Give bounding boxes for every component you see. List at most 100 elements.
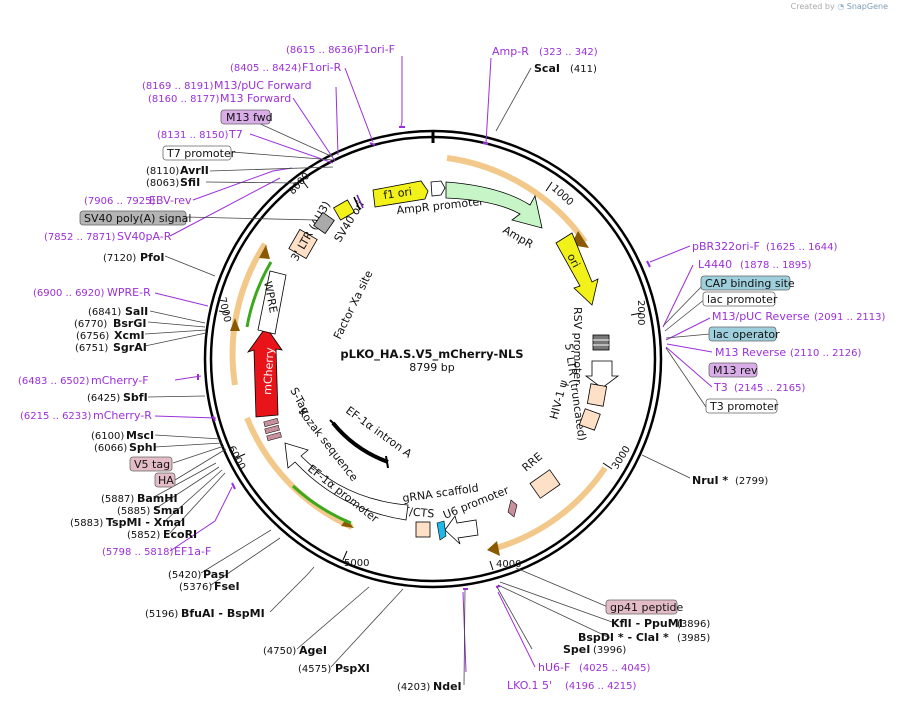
primer-ebv-rev-range: (7906 .. 7925) <box>84 196 156 207</box>
enzyme-spei-pos: (3996) <box>593 645 626 656</box>
box-t3-promoter-label: T3 promoter <box>709 400 779 413</box>
enzyme-bsrgi-name: BsrGI <box>113 317 146 330</box>
primer-ebv-rev-name: EBV-rev <box>149 194 192 207</box>
wpre-label: WPRE <box>261 280 280 314</box>
enzyme-pfoi-name: PfoI <box>140 251 165 264</box>
box-t7-promoter-label: T7 promoter <box>166 147 236 160</box>
primer-amp-r-range: (323 .. 342) <box>539 47 598 58</box>
primer-m13puc-fwd-name: M13/pUC Forward <box>214 79 312 92</box>
primer-f1ori-f-name: F1ori-F <box>357 43 395 56</box>
grna-scaffold-feature <box>436 520 447 541</box>
leader-lines-primer <box>154 56 713 673</box>
enzyme-sgrai-pos: (6751) <box>75 343 108 354</box>
green-arrows <box>245 261 352 525</box>
enzyme-smai-name: SmaI <box>153 504 184 517</box>
enzyme-bfuai-name: BfuAI - BspMI <box>181 607 265 620</box>
primer-mcherry-f-range: (6483 .. 6502) <box>18 376 90 387</box>
primer-hu6-f-range: (4025 .. 4045) <box>579 663 651 674</box>
hiv-psi-feature <box>578 408 601 431</box>
enzyme-bsrgi-pos: (6770) <box>74 319 107 330</box>
enzyme-sbfi-name: SbfI <box>123 391 148 404</box>
primer-mcherry-r-range: (6215 .. 6233) <box>20 411 92 422</box>
enzyme-bamhi-name: BamHI <box>137 492 178 505</box>
primer-m13-reverse-name: M13 Reverse <box>715 346 786 359</box>
ltr3-feature <box>288 228 318 260</box>
snapgene-credit: Created by ◔ SnapGene <box>791 2 888 11</box>
enzyme-agei-pos: (4750) <box>263 646 296 657</box>
enzyme-pfoi-pos: (7120) <box>103 253 136 264</box>
enzyme-scai-name: ScaI <box>534 62 560 75</box>
primer-mcherry-r-name: mCherry-R <box>93 409 152 422</box>
enzyme-nrui-pos: (2799) <box>735 476 768 487</box>
factor-xa-label: Factor Xa site <box>331 268 376 341</box>
primer-sv40pa-r-range: (7852 .. 7871) <box>44 232 116 243</box>
enzyme-sfii-pos: (8063) <box>146 178 179 189</box>
snapgene-logo-icon: ◔ <box>837 2 845 11</box>
ori-label: ori <box>564 251 582 270</box>
enzyme-pasi-pos: (5420) <box>168 570 201 581</box>
enzyme-bspdi-pos: (3985) <box>677 633 710 644</box>
box-lac-operator-label: lac operator <box>713 328 780 341</box>
sv40-polya-feature <box>313 211 335 235</box>
tick-4000: 4000 <box>496 559 521 570</box>
box-m13-rev-label: M13 rev <box>713 364 758 377</box>
primer-m13puc-rev-name: M13/pUC Reverse <box>712 310 810 323</box>
enzyme-sgrai-name: SgrAI <box>113 341 147 354</box>
enzyme-smai-pos: (5885) <box>117 506 150 517</box>
lac-region-feature <box>592 334 610 351</box>
enzyme-pspxi-name: PspXI <box>335 662 370 675</box>
enzyme-xcmi-name: XcmI <box>114 329 145 342</box>
tag-cluster <box>263 417 282 442</box>
primer-sv40pa-r-name: SV40pA-R <box>117 230 172 243</box>
primer-l4440-name: L4440 <box>698 258 732 271</box>
enzyme-kfli-name: KflI - PpuMI <box>611 617 683 630</box>
box-v5-tag-label: V5 tag <box>134 458 170 471</box>
cppt-feature <box>415 521 431 538</box>
primer-pbr322ori-f-name: pBR322ori-F <box>692 240 760 253</box>
box-ha: HA <box>154 472 176 488</box>
wpre-feature <box>257 270 287 335</box>
plasmid-length: 8799 bp <box>409 361 454 374</box>
mcherry-label: mCherry <box>261 347 276 396</box>
primer-t3-range: (2145 .. 2165) <box>734 383 806 394</box>
box-m13-fwd-label: M13 fwd <box>226 111 273 124</box>
primer-ef1a-f-name: EF1a-F <box>174 545 211 558</box>
enzyme-fsei-name: FseI <box>214 580 240 593</box>
box-gp41-label: gp41 peptide <box>610 601 684 614</box>
enzyme-bamhi-pos: (5887) <box>101 494 134 505</box>
f1-ori-label: f1 ori <box>383 185 413 202</box>
enzyme-spei-name: SpeI <box>563 643 590 656</box>
box-cap-binding: CAP binding site <box>700 275 795 291</box>
enzyme-sali-name: SalI <box>125 305 148 318</box>
f1-ori-feature <box>372 180 429 208</box>
feature-stripes <box>353 194 364 211</box>
orf-arcs <box>229 155 608 552</box>
box-m13-fwd: M13 fwd <box>220 109 273 125</box>
enzyme-tspmi-name: TspMI - XmaI <box>106 516 185 529</box>
hiv-psi-label: HIV-1 ψ <box>547 379 570 421</box>
primer-hu6-f-name: hU6-F <box>538 661 570 674</box>
primer-m13puc-rev-range: (2091 .. 2113) <box>814 312 886 323</box>
enzyme-ecori-name: EcoRI <box>163 528 197 541</box>
plasmid-name: pLKO_HA.S.V5_mCherry-NLS <box>340 347 523 362</box>
primer-wpre-r-name: WPRE-R <box>107 286 151 299</box>
primer-t3-name: T3 <box>713 381 728 394</box>
box-sv40-polya-label: SV40 poly(A) signal <box>84 212 191 225</box>
tick-2000: 2000 <box>635 300 646 325</box>
ori-feature <box>555 232 599 306</box>
ampr-promoter-feature <box>430 180 446 197</box>
primer-t7-range: (8131 .. 8150) <box>157 130 229 141</box>
enzyme-sfii-name: SfiI <box>180 176 200 189</box>
enzyme-fsei-pos: (5376) <box>179 582 212 593</box>
tick-5000: 5000 <box>344 558 369 569</box>
enzyme-bfuai-pos: (5196) <box>145 609 178 620</box>
box-sv40-polya: SV40 poly(A) signal <box>79 210 191 226</box>
enzyme-nrui-name: NruI * <box>692 474 728 487</box>
primer-m13-forward-name: M13 Forward <box>220 92 291 105</box>
ef1a-intron-label: EF-1α intron A <box>343 404 414 461</box>
stag-label: S-Tag <box>287 385 312 416</box>
enzyme-avrii-name: AvrII <box>180 164 209 177</box>
tick-7000: 7000 <box>216 296 232 323</box>
enzyme-sphi-name: SphI <box>129 441 157 454</box>
